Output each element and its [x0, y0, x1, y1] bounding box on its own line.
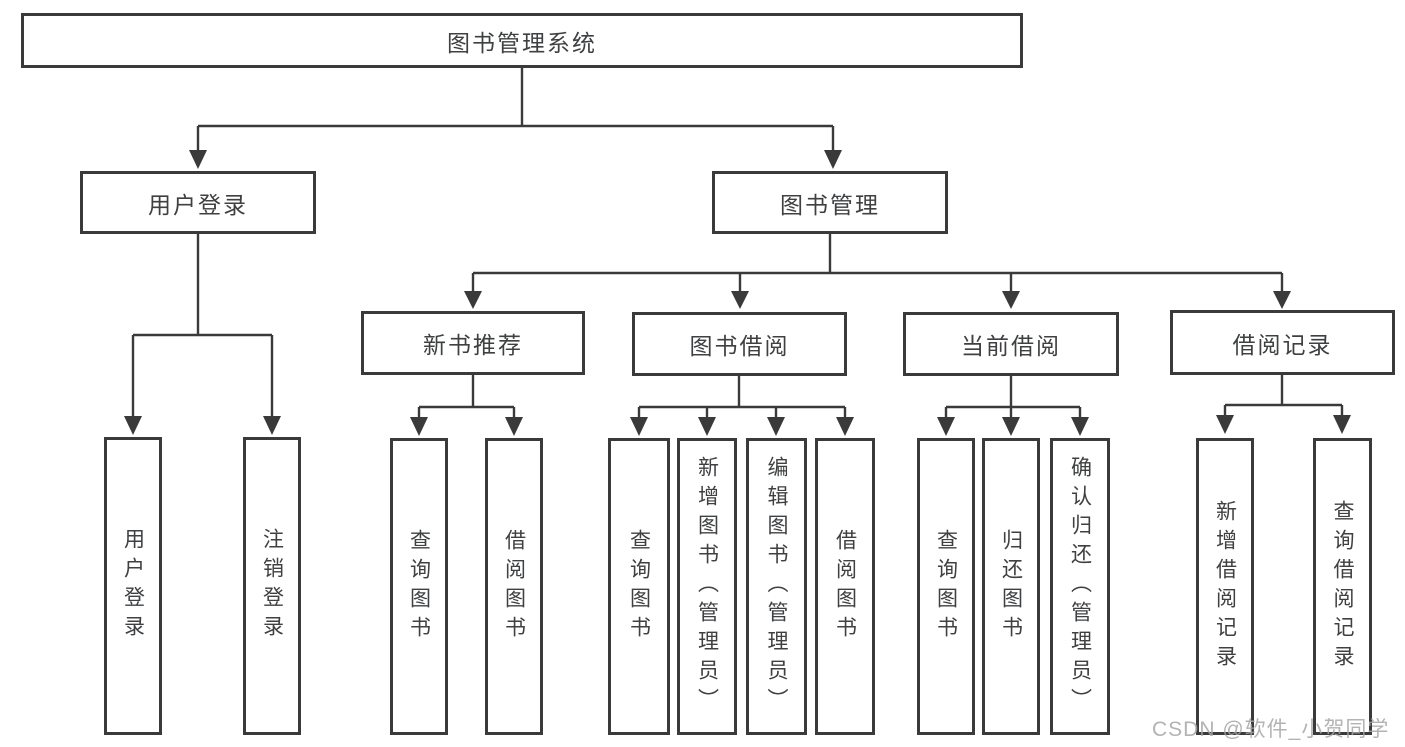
- node-new-book-recommendation-label: 新书推荐: [423, 332, 523, 358]
- leaf-borrow-book-label: 借阅图书: [833, 528, 857, 645]
- node-root-system-label: 图书管理系统: [447, 29, 597, 56]
- node-root-system: 图书管理系统: [21, 13, 1023, 68]
- leaf-query-borrow-record-label: 查询借阅记录: [1331, 499, 1354, 674]
- leaf-return-book-label: 归还图书: [999, 528, 1023, 645]
- node-book-management: 图书管理: [712, 171, 948, 234]
- leaf-user-login: 用户登录: [104, 437, 162, 735]
- leaf-borrow-book-recommendation-label: 借阅图书: [502, 528, 526, 645]
- leaf-logout: 注销登录: [243, 437, 301, 735]
- leaf-edit-book-admin-label: 编辑图书（管理员）: [765, 456, 788, 717]
- leaf-user-login-label: 用户登录: [121, 528, 145, 644]
- leaf-query-book-borrowing-label: 查询图书: [627, 528, 651, 645]
- leaf-query-book-recommendation-label: 查询图书: [407, 528, 431, 645]
- arrowheads: [124, 150, 1351, 436]
- leaf-add-borrow-record: 新增借阅记录: [1196, 438, 1254, 735]
- leaf-confirm-return-admin: 确认归还（管理员）: [1050, 438, 1110, 735]
- node-borrowing-records-label: 借阅记录: [1232, 331, 1333, 358]
- node-new-book-recommendation: 新书推荐: [361, 311, 585, 375]
- watermark: CSDN @软件_小贺同学: [1152, 718, 1390, 741]
- node-borrowing-records: 借阅记录: [1170, 310, 1395, 375]
- leaf-return-book: 归还图书: [982, 438, 1040, 735]
- node-current-borrowing: 当前借阅: [903, 312, 1119, 376]
- leaf-edit-book-admin: 编辑图书（管理员）: [746, 438, 807, 735]
- leaf-query-book-recommendation: 查询图书: [390, 438, 448, 735]
- tree-branch-lines: [131, 68, 1344, 417]
- leaf-add-book-admin: 新增图书（管理员）: [677, 438, 737, 735]
- leaf-query-book-current-label: 查询图书: [934, 528, 958, 645]
- node-user-login: 用户登录: [80, 171, 316, 234]
- leaf-add-book-admin-label: 新增图书（管理员）: [695, 456, 719, 717]
- leaf-borrow-book-recommendation: 借阅图书: [485, 438, 543, 735]
- node-book-management-label: 图书管理: [780, 191, 880, 218]
- leaf-query-borrow-record: 查询借阅记录: [1313, 438, 1372, 735]
- leaf-add-borrow-record-label: 新增借阅记录: [1213, 499, 1237, 674]
- node-current-borrowing-label: 当前借阅: [961, 333, 1061, 359]
- leaf-borrow-book: 借阅图书: [815, 438, 875, 735]
- leaf-query-book-current: 查询图书: [917, 438, 975, 735]
- leaf-confirm-return-admin-label: 确认归还（管理员）: [1068, 456, 1092, 717]
- node-user-login-label: 用户登录: [148, 191, 248, 218]
- leaf-query-book-borrowing: 查询图书: [608, 438, 670, 735]
- node-book-borrowing: 图书借阅: [632, 312, 847, 376]
- node-book-borrowing-label: 图书借阅: [689, 333, 790, 359]
- leaf-logout-label: 注销登录: [260, 528, 284, 644]
